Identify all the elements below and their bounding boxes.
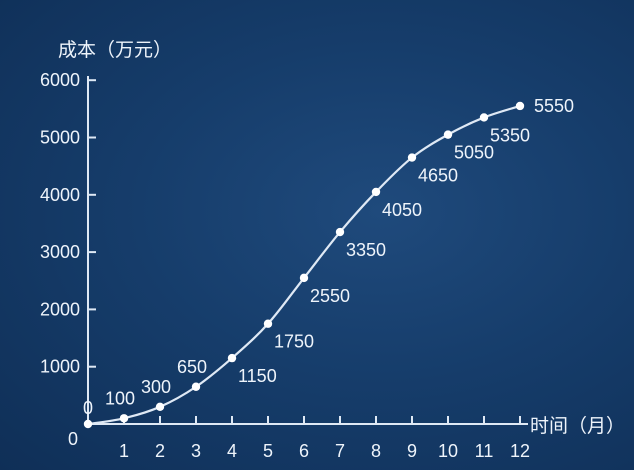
data-point [407, 153, 417, 162]
data-label: 5550 [534, 96, 574, 116]
data-point [119, 414, 129, 423]
y-tick-label: 4000 [40, 185, 80, 205]
y-axis-title: 成本（万元） [58, 39, 172, 61]
x-axis-title: 时间（月） [530, 415, 625, 437]
x-tick-label: 9 [407, 441, 417, 461]
x-tick-label: 6 [299, 441, 309, 461]
y-tick-label: 1000 [40, 357, 80, 377]
y-tick-label: 2000 [40, 299, 80, 319]
data-labels: 0 100 300 650 1150 1750 2550 3350 4050 4650 505053… [83, 96, 574, 418]
data-point [227, 353, 237, 363]
x-tick-label: 1 [119, 441, 129, 461]
data-point [479, 113, 489, 122]
data-point [191, 382, 201, 391]
data-label: 1150 [238, 366, 277, 386]
data-points [83, 101, 525, 429]
data-point [299, 273, 309, 283]
x-tick-label: 5 [263, 441, 273, 461]
y-tick-label: 6000 [40, 70, 80, 90]
data-label: 3350 [346, 240, 386, 260]
data-label: 4650 [418, 166, 458, 186]
origin-label: 0 [68, 429, 78, 449]
data-label: 100 [105, 388, 135, 408]
x-tick-label: 8 [371, 441, 381, 461]
y-tick-label: 5000 [40, 128, 80, 148]
data-label: 0 [83, 398, 93, 418]
data-label: 4050 [382, 200, 422, 220]
data-point [263, 319, 273, 328]
data-label: 650 [177, 357, 207, 377]
data-point [83, 419, 93, 429]
data-label: 2550 [310, 286, 350, 306]
data-label: 5050 [454, 143, 494, 163]
x-tick-label: 3 [191, 441, 201, 461]
x-tick-label: 7 [335, 441, 345, 461]
data-point [515, 101, 525, 111]
x-tick-label: 10 [438, 441, 458, 461]
x-tick-label: 11 [475, 441, 494, 461]
data-point [371, 187, 381, 197]
data-label: 5350 [490, 125, 530, 145]
x-tick-label: 4 [227, 441, 237, 461]
data-point [155, 402, 165, 412]
x-tick-label: 2 [155, 441, 165, 461]
data-point [335, 227, 345, 237]
x-tick-label: 12 [510, 441, 530, 461]
y-tick-label: 3000 [40, 242, 80, 262]
data-point [443, 130, 453, 139]
data-label: 1750 [274, 332, 314, 352]
data-label: 300 [141, 377, 171, 397]
